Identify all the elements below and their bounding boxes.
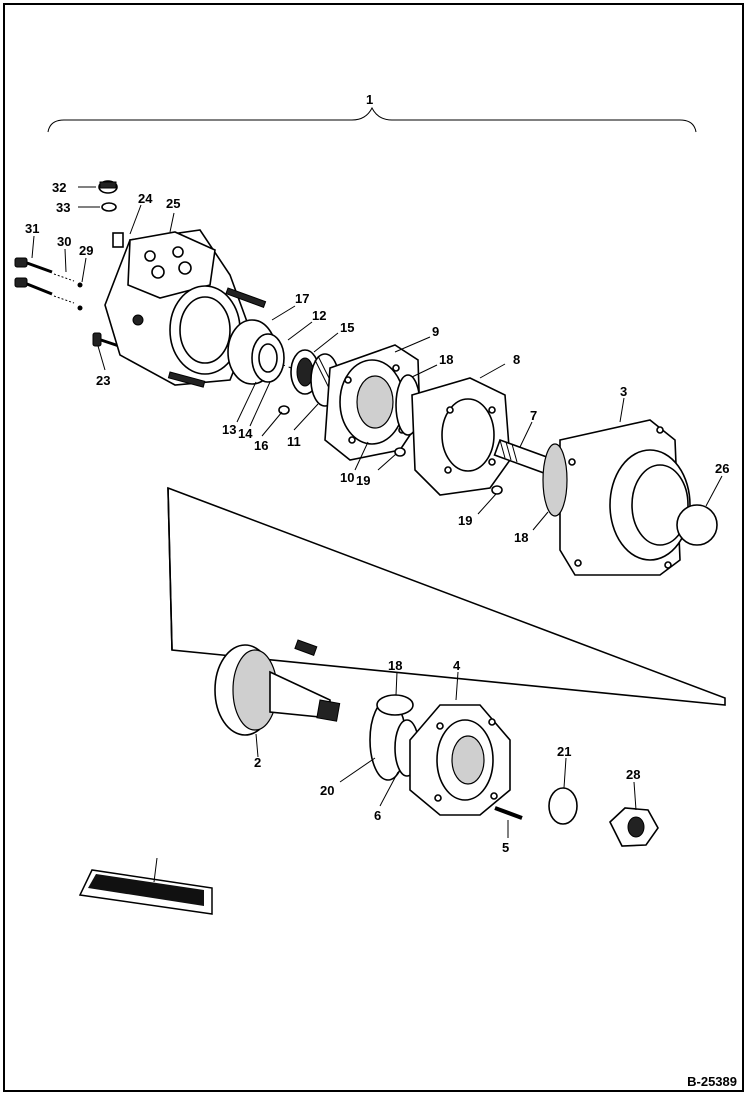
- callout-28: 29: [79, 243, 93, 258]
- callout-29: 30: [57, 234, 71, 249]
- callout-21: 21: [557, 744, 571, 759]
- callout-17: 17: [295, 291, 309, 306]
- ball-icon: [77, 282, 83, 311]
- callout-7: 7: [530, 408, 537, 423]
- wear-plate-icon: [411, 377, 511, 496]
- callout-20: 20: [320, 783, 334, 798]
- o-ring-icon: [278, 405, 290, 415]
- callout-30: 31: [25, 221, 39, 236]
- callout-32: 33: [56, 200, 70, 215]
- o-ring-icon: [491, 485, 503, 495]
- stud-icon: [494, 806, 523, 820]
- cap-icon: [98, 180, 118, 194]
- leader-lines: [31, 186, 723, 883]
- callout-14: 14: [238, 426, 253, 441]
- callout-15: 15: [340, 320, 354, 335]
- seal-ring-icon: [676, 504, 718, 546]
- bearing-bore: [258, 343, 278, 373]
- callout-1: 1: [366, 92, 373, 107]
- retaining-ring-icon: [548, 787, 578, 825]
- callout-13: 13: [222, 422, 236, 437]
- o-ring-icon: [394, 447, 406, 457]
- panel-edge: [167, 487, 173, 651]
- callout-19-left: 19: [356, 473, 370, 488]
- callout-6: 6: [374, 808, 381, 823]
- callout-2: 2: [254, 755, 261, 770]
- callout-4: 4: [453, 658, 461, 673]
- callout-18-upper: 18: [439, 352, 453, 367]
- callout-25: 26: [715, 461, 729, 476]
- plug-icon: [112, 232, 124, 248]
- callout-16: 16: [254, 438, 268, 453]
- callout-26: 28: [626, 767, 640, 782]
- seal-ring-icon: [376, 694, 414, 716]
- callout-11: 11: [287, 434, 301, 449]
- callout-22: 23: [96, 373, 110, 388]
- callout-5: 5: [502, 840, 509, 855]
- washer-icon: [101, 202, 117, 212]
- assembly-bracket: [47, 106, 697, 133]
- callout-24: 25: [166, 196, 180, 211]
- callout-18-lower: 18: [388, 658, 402, 673]
- callout-19-right: 19: [458, 513, 472, 528]
- end-cap-icon: [104, 229, 267, 388]
- callout-31: 32: [52, 180, 66, 195]
- decal-icon: [78, 869, 213, 915]
- callout-10: 10: [340, 470, 354, 485]
- drive-shaft-bearing-icon: [214, 639, 341, 736]
- motor-housing-icon: [542, 419, 691, 576]
- castle-nut-icon: [609, 807, 659, 847]
- callout-3: 3: [620, 384, 627, 399]
- callout-8: 8: [513, 352, 520, 367]
- diagram-frame: [3, 3, 744, 1092]
- bolt-icon: [14, 257, 53, 296]
- callout-18-right: 18: [514, 530, 528, 545]
- callout-23: 24: [138, 191, 153, 206]
- figure-code: B-25389: [687, 1074, 737, 1089]
- callout-9: 9: [432, 324, 439, 339]
- callout-12: 12: [312, 308, 326, 323]
- spring-icon: [53, 273, 75, 304]
- hub-icon: [409, 704, 511, 816]
